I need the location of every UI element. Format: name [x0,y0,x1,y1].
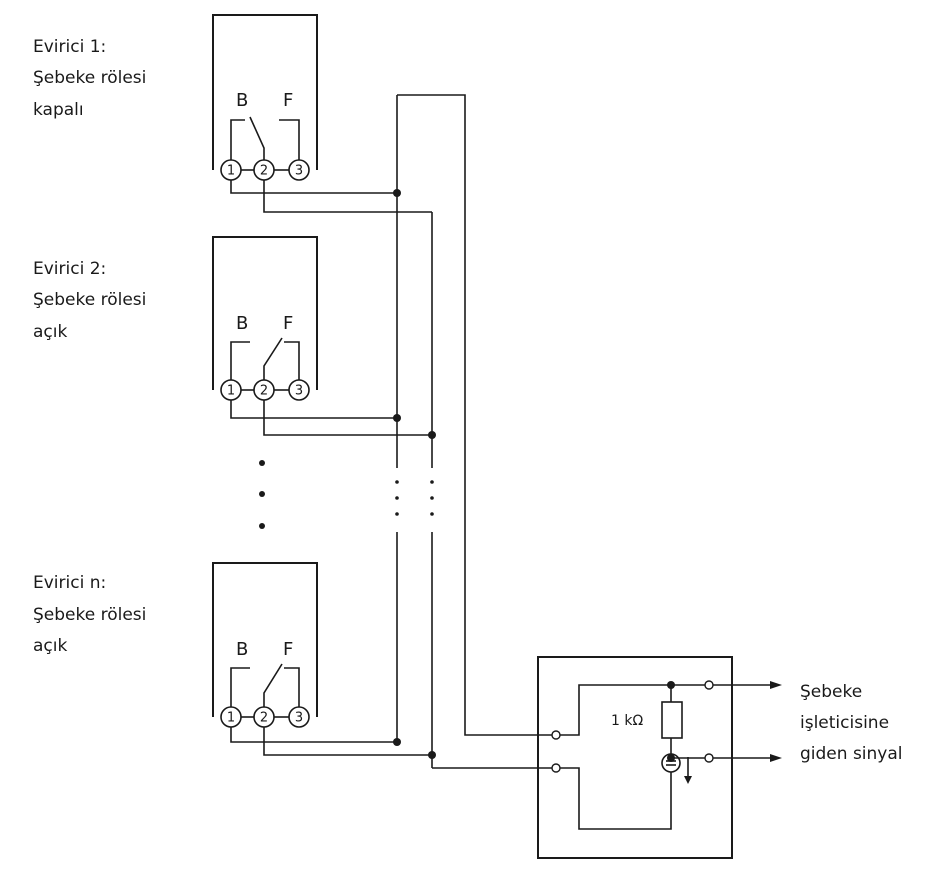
inverter-n: Evirici n: Şebeke rölesi açık B F 1 2 3 [33,562,318,728]
pin1-bus-continuation-dots [395,480,399,516]
inverter-n-pin-3-label: 3 [295,711,303,726]
continuation-dot [395,512,399,516]
inverter-1-pin-1-label: 1 [227,164,235,179]
inverter-1-pin-3 [288,159,310,181]
junction-dot [667,681,675,689]
inverter-n-contact-f: F [283,639,293,660]
pin2-bus-continuation-dots [430,480,434,516]
inverter-n-b-wire [230,667,250,707]
continuation-dot [430,512,434,516]
junction-dot [428,431,436,439]
inverter-n-relay-state: açık [33,636,67,656]
inverter-2-pin-3-label: 3 [295,384,303,399]
inverter-2-f-wire [284,341,300,380]
inverter-2-contact-b: B [236,313,248,334]
signal-box-input-2-wire [560,767,672,830]
output-label-line-2: işleticisine [800,713,889,733]
inverter-n-pin1-wire [230,727,397,743]
junction-dot [393,414,401,422]
resistor [661,701,683,739]
junction-dot [428,751,436,759]
inverter-2-pin1-wire [230,400,397,419]
inverter-n-housing [212,562,318,717]
signal-box-input-terminal-2 [551,763,561,773]
output-label-line-1: Şebeke [800,682,862,702]
inverter-n-pin-3 [288,706,310,728]
inverter-2: Evirici 2: Şebeke rölesi açık B F 1 2 3 [33,236,318,401]
junction-dot [393,738,401,746]
output-label-line-3: giden sinyal [800,744,903,764]
signal-box: 1 kΩ [537,656,782,859]
resistor-value: 1 kΩ [611,713,643,729]
inverter-2-pin-3 [288,379,310,401]
inverter-2-housing [212,236,318,390]
inverter-2-pin-1-label: 1 [227,384,235,399]
inverter-2-pin2-wire [263,400,432,436]
inverter-1-contact-b: B [236,90,248,111]
continuation-dot [430,480,434,484]
signal-box-output-terminal-1 [704,680,714,690]
signal-box-input-terminal-1 [551,730,561,740]
junction-dot [667,754,675,762]
more-inverters-ellipsis [259,460,265,529]
inverter-n-relay-label: Şebeke rölesi [33,605,146,625]
output-arrowhead-upper [770,681,782,689]
output-arrowhead-lower [770,754,782,762]
inverter-n-relay-switch-open [263,663,283,707]
inverter-n-f-wire [284,667,300,707]
inverter-2-contact-f: F [283,313,293,334]
inverter-1-relay-label: Şebeke rölesi [33,68,146,88]
inverter-1-pin1-wire [230,180,397,194]
inverter-2-relay-label: Şebeke rölesi [33,290,146,310]
inverter-2-b-wire [230,341,250,380]
junction-dot [393,189,401,197]
inverter-n-pin-1-label: 1 [227,711,235,726]
inverter-1-b-wire [230,119,245,160]
inverter-1-pin-2-label: 2 [260,164,268,179]
inverter-n-name: Evirici n: [33,573,106,593]
ellipsis-dot [259,523,265,529]
pin1-bus-to-signal-box [397,94,556,736]
inverter-1-pin2-wire [263,180,432,213]
inverter-2-relay-state: açık [33,322,67,342]
output-signal-label: Şebeke işleticisine giden sinyal [800,682,903,764]
inverter-1-name: Evirici 1: [33,37,106,57]
inverter-1-housing [212,14,318,170]
inverter-2-relay-switch-open [263,337,283,380]
continuation-dot [430,496,434,500]
signal-box-output-terminal-2 [704,753,714,763]
inverter-2-name: Evirici 2: [33,259,106,279]
continuation-dot [395,480,399,484]
inverter-1-pin-3-label: 3 [295,164,303,179]
inverter-1-f-wire [279,119,300,160]
inverter-1-relay-state: kapalı [33,100,84,120]
inverter-2-pin-2-label: 2 [260,384,268,399]
current-direction-arrowhead [684,776,692,784]
ellipsis-dot [259,460,265,466]
inverter-1-contact-f: F [283,90,293,111]
inverter-n-pin-2-label: 2 [260,711,268,726]
inverter-1: Evirici 1: Şebeke rölesi kapalı B F 1 2 … [33,14,318,181]
continuation-dot [395,496,399,500]
bus-wiring [230,94,556,769]
inverter-n-contact-b: B [236,639,248,660]
inverter-1-relay-switch-closed [249,116,265,160]
inverter-n-pin2-wire [263,727,432,756]
signal-box-input-1-wire [560,684,709,736]
ellipsis-dot [259,491,265,497]
